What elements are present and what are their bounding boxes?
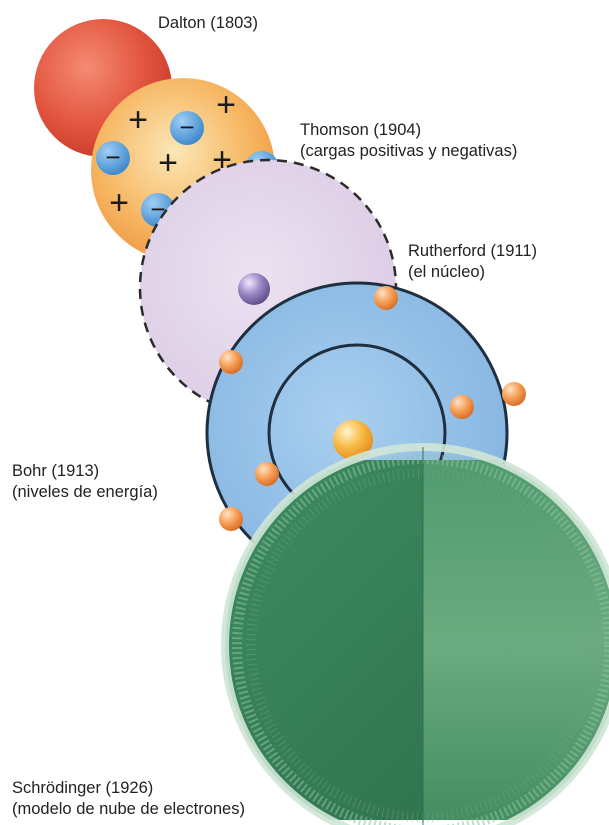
label-thomson-name: Thomson (1904) xyxy=(300,120,517,141)
label-rutherford-note: (el núcleo) xyxy=(408,262,537,283)
positive-charge-icon: + xyxy=(158,144,178,182)
rutherford-nucleus xyxy=(238,273,270,305)
label-bohr: Bohr (1913) (niveles de energía) xyxy=(12,461,158,503)
positive-charge-icon: + xyxy=(128,101,148,139)
negative-charge-icon: − xyxy=(170,111,204,145)
label-dalton: Dalton (1803) xyxy=(158,13,258,34)
label-schrodinger-note: (modelo de nube de electrones) xyxy=(12,799,245,820)
label-schrodinger-name: Schrödinger (1926) xyxy=(12,778,245,799)
label-schrodinger: Schrödinger (1926) (modelo de nube de el… xyxy=(12,778,245,820)
electron-icon xyxy=(219,350,243,374)
label-dalton-name: Dalton (1803) xyxy=(158,13,258,34)
negative-charge-icon: − xyxy=(96,141,130,175)
schrodinger-sphere xyxy=(225,447,609,825)
electron-icon xyxy=(502,382,526,406)
svg-text:−: − xyxy=(105,142,120,172)
svg-text:−: − xyxy=(179,112,194,142)
label-thomson: Thomson (1904) (cargas positivas y negat… xyxy=(300,120,517,162)
positive-charge-icon: + xyxy=(109,184,129,222)
label-bohr-name: Bohr (1913) xyxy=(12,461,158,482)
electron-icon xyxy=(374,286,398,310)
label-bohr-note: (niveles de energía) xyxy=(12,482,158,503)
label-rutherford-name: Rutherford (1911) xyxy=(408,241,537,262)
label-thomson-note: (cargas positivas y negativas) xyxy=(300,141,517,162)
label-rutherford: Rutherford (1911) (el núcleo) xyxy=(408,241,537,283)
electron-icon xyxy=(450,395,474,419)
positive-charge-icon: + xyxy=(216,86,236,124)
electron-icon xyxy=(255,462,279,486)
electron-icon xyxy=(219,507,243,531)
